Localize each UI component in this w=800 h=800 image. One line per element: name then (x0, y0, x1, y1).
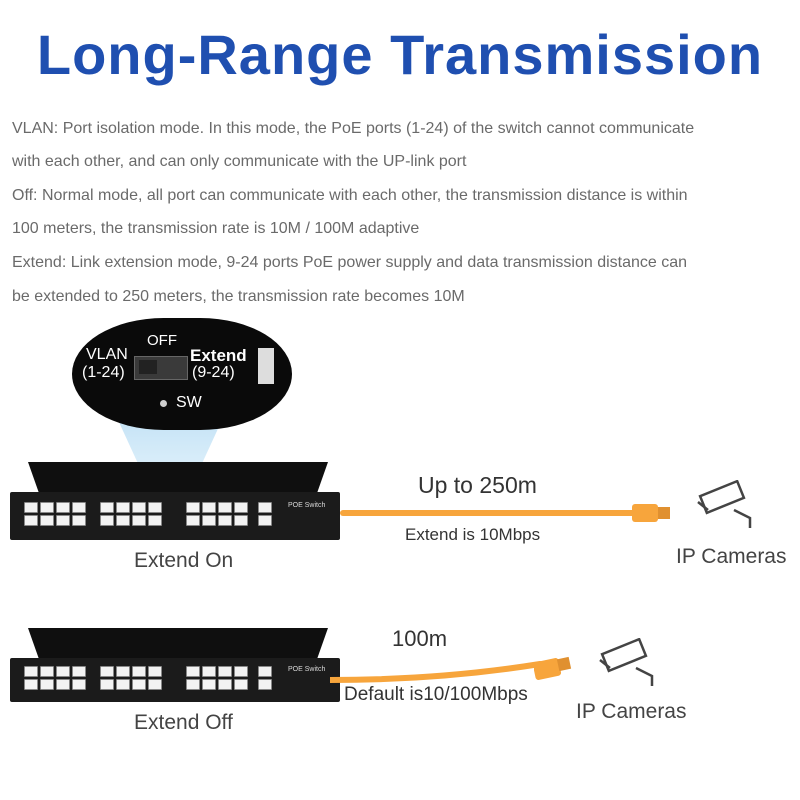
camera-icon (697, 480, 752, 528)
cable-bottom (330, 661, 543, 683)
distance-top: Up to 250m (418, 472, 537, 498)
device-top: IP Cameras (676, 545, 787, 568)
vlan-label: VLAN (86, 346, 128, 363)
switch-label: POE Switch (288, 666, 326, 673)
caption-extend-on: Extend On (134, 549, 234, 572)
rj45-connector-icon (534, 656, 572, 680)
rate-bottom: Default is10/100Mbps (344, 684, 528, 705)
camera-icon (599, 638, 654, 686)
description-line-3: Off: Normal mode, all port can communica… (12, 187, 688, 204)
description-line-5: Extend: Link extension mode, 9-24 ports … (12, 254, 688, 271)
rate-top: Extend is 10Mbps (405, 525, 541, 544)
device-bottom: IP Cameras (576, 700, 687, 723)
description-line-1: VLAN: Port isolation mode. In this mode,… (12, 120, 695, 137)
description-line-4: 100 meters, the transmission rate is 10M… (12, 220, 420, 237)
port-group-1 (24, 502, 86, 526)
switch-label: POE Switch (288, 502, 326, 509)
mode-switch (134, 356, 188, 380)
port-group-2 (100, 666, 162, 690)
port-edge (258, 348, 274, 384)
off-label: OFF (147, 332, 177, 349)
rj45-connector-icon (632, 504, 670, 522)
switch-bottom-body: POE Switch (10, 658, 340, 702)
switch-zoom-closeup: OFF VLAN (1-24) Extend (9-24) SW (72, 318, 292, 430)
uplink-ports (258, 666, 272, 690)
switch-top-body: POE Switch (10, 492, 340, 540)
sw-label: SW (176, 394, 202, 411)
caption-extend-off: Extend Off (134, 711, 233, 734)
port-group-3 (186, 666, 248, 690)
port-group-1 (24, 666, 86, 690)
led-icon (160, 400, 167, 407)
vlan-range-label: (1-24) (82, 364, 125, 381)
description-line-6: be extended to 250 meters, the transmiss… (12, 288, 465, 305)
uplink-ports (258, 502, 272, 526)
switch-top-lid (28, 462, 328, 496)
port-group-3 (186, 502, 248, 526)
description-line-2: with each other, and can only communicat… (12, 153, 467, 170)
extend-label: Extend (190, 346, 247, 365)
distance-bottom: 100m (392, 626, 448, 651)
extend-range-label: (9-24) (192, 364, 235, 381)
page-title: Long-Range Transmission (36, 23, 764, 86)
cable-top (340, 510, 636, 516)
switch-bottom-lid (28, 628, 328, 662)
port-group-2 (100, 502, 162, 526)
